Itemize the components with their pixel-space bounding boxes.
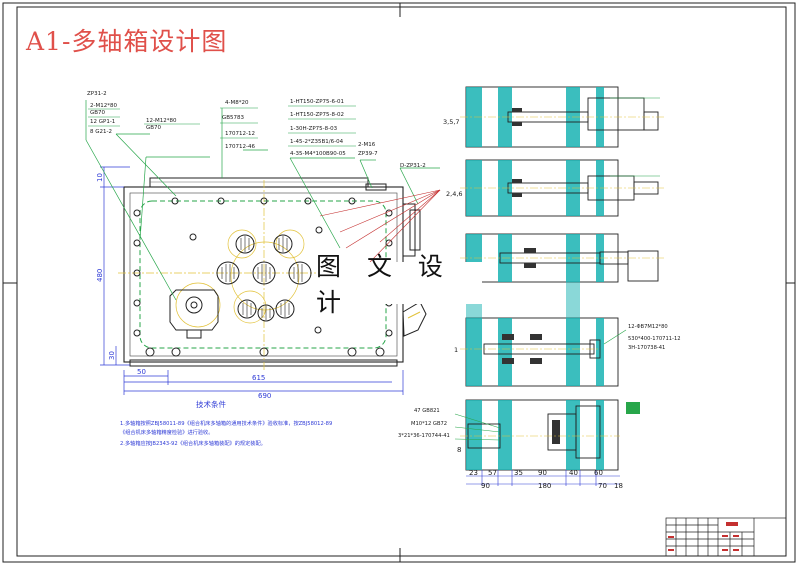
callout-13: 1-30H-ZP75-8-03 — [290, 126, 338, 132]
drive-flange — [169, 289, 219, 331]
leader-lines — [85, 100, 440, 301]
row-label-357: 3,5,7 — [443, 118, 460, 126]
dim-label-foot: 30 — [108, 351, 116, 360]
spindle-hole — [235, 234, 255, 254]
spindle-hole — [288, 261, 312, 285]
spindle-hole — [273, 234, 293, 254]
section-dim-labels: 23 57 35 90 40 60 90 180 70 18 8 — [457, 446, 623, 490]
spindle-hole — [216, 261, 240, 285]
callout-3: GB70 — [90, 110, 106, 116]
section-walls — [466, 87, 604, 470]
drawing-title: A1-多轴箱设计图 — [26, 27, 228, 56]
callout-7: GB70 — [146, 125, 162, 131]
sec-callout-1: 12-ΦB7M12*80 — [628, 324, 668, 330]
sec-dim-6: 60 — [594, 469, 603, 477]
callout-1: ZP31-2 — [87, 91, 107, 97]
callout-labels: ZP31-2 2-M12*80 GB70 12 GP1-1 8 G21-2 12… — [87, 91, 426, 169]
drive-shaft-core — [190, 301, 198, 309]
gear-mark — [626, 402, 640, 414]
callout-12: 1-HT150-ZP75-8-02 — [290, 112, 344, 118]
callout-17: ZP39-7 — [358, 151, 378, 157]
front-view — [118, 177, 427, 370]
lifting-lug — [365, 183, 387, 191]
callout-20: 170712-46 — [225, 144, 255, 150]
callout-14: 1-45-2*Z35B1/6-04 — [290, 139, 344, 145]
callout-8: 4-M8*20 — [225, 100, 249, 106]
oil-filler-axis — [407, 311, 421, 319]
pitch-circle-2 — [275, 229, 305, 259]
spindle-hole — [252, 261, 276, 285]
spindle-holes — [216, 234, 312, 322]
callout-5: 8 G21-2 — [90, 129, 112, 135]
drive-key — [186, 329, 202, 339]
tech-req-heading: 技术条件 — [196, 399, 226, 409]
callout-underlines — [88, 105, 356, 147]
bottom-foot — [129, 359, 398, 367]
callout-18: D-ZP31-2 — [400, 163, 426, 169]
dim-label-top: 10 — [96, 173, 104, 182]
callout-16: 2-M16 — [358, 142, 376, 148]
callout-19: 170712-12 — [225, 131, 255, 137]
section-row-labels: 3,5,7 2,4,6 1 — [443, 118, 463, 354]
callout-4: 12 GP1-1 — [90, 119, 115, 125]
callout-9: GB5783 — [222, 115, 245, 121]
pitch-circle-4 — [175, 282, 221, 328]
sec-callout-6: 3*21*36-170744-41 — [398, 433, 450, 439]
row-label-246: 2,4,6 — [446, 190, 463, 198]
sheet-inner-border — [16, 6, 787, 557]
section-dimensions — [466, 470, 620, 486]
pitch-circle-1 — [227, 229, 257, 259]
sec-dim-1: 23 — [469, 469, 478, 477]
oil-pump-housing — [402, 203, 416, 257]
sec-dim-4: 90 — [538, 469, 547, 477]
section-row-4 — [465, 317, 619, 387]
section-callouts: 12-ΦB7M12*80 530*400-170711-12 3H-170738… — [398, 324, 681, 439]
section-row-5 — [465, 399, 619, 471]
sec-dim-3: 35 — [514, 469, 523, 477]
sec-callout-3: 3H-170738-41 — [628, 345, 665, 351]
tech-req-line-1: 1.多轴箱按照ZBJ58011-89《组合机床多轴箱的通用技术条件》验收标准，按… — [120, 419, 332, 427]
section-view: 23 57 35 90 40 60 90 180 70 18 8 3,5,7 2… — [398, 86, 681, 490]
section-leaders — [454, 97, 660, 441]
title-block — [665, 517, 787, 557]
dim-label-height: 480 — [96, 269, 104, 282]
dimension-lines — [100, 166, 404, 395]
callout-6: 12-M12*80 — [146, 118, 177, 124]
pitch-circle-3 — [230, 241, 300, 311]
spindle-hole — [237, 299, 257, 319]
spindle-hole — [257, 304, 275, 322]
spindle-hatching — [221, 236, 303, 320]
dim-label-width: 690 — [258, 392, 271, 400]
callout-15: 4-35-M4*100B90-05 — [290, 151, 346, 157]
sec-dim-8: 180 — [538, 482, 551, 490]
dim-label-offset: 50 — [137, 368, 146, 376]
top-cover — [149, 177, 369, 188]
technical-requirements: 技术条件 1.多轴箱按照ZBJ58011-89《组合机床多轴箱的通用技术条件》验… — [120, 399, 332, 447]
reference-leads — [319, 189, 441, 263]
sec-dim-5: 40 — [569, 469, 578, 477]
sec-dim-7: 90 — [481, 482, 490, 490]
dim-label-center: 615 — [252, 374, 265, 382]
tech-req-line-3: 2.多轴箱应按JB2343-92《组合机床多轴箱装配》的规定装配。 — [120, 439, 266, 447]
row-label-1: 1 — [454, 346, 458, 354]
sec-dim-2: 57 — [488, 469, 497, 477]
watermark: 图 文 设 计 — [316, 252, 482, 317]
sec-dim-11: 8 — [457, 446, 461, 454]
callout-11: 1-HT150-ZP75-6-01 — [290, 99, 344, 105]
title-block-marks — [668, 522, 739, 551]
tech-req-line-2: 《组合机床多轴箱精度检验》进行验收。 — [120, 428, 213, 436]
oil-pump-cover — [409, 209, 421, 251]
spindle-hole — [275, 299, 295, 319]
sec-dim-10: 18 — [614, 482, 623, 490]
callout-2: 2-M12*80 — [90, 103, 117, 109]
section-centerlines — [460, 116, 664, 437]
drive-shaft — [185, 296, 203, 314]
sec-callout-4: 47 GB821 — [414, 408, 440, 414]
sec-callout-2: 530*400-170711-12 — [628, 336, 681, 342]
section-bearings — [502, 108, 560, 444]
sec-callout-5: M10*12 GB72 — [411, 421, 447, 427]
sec-dim-9: 70 — [598, 482, 607, 490]
